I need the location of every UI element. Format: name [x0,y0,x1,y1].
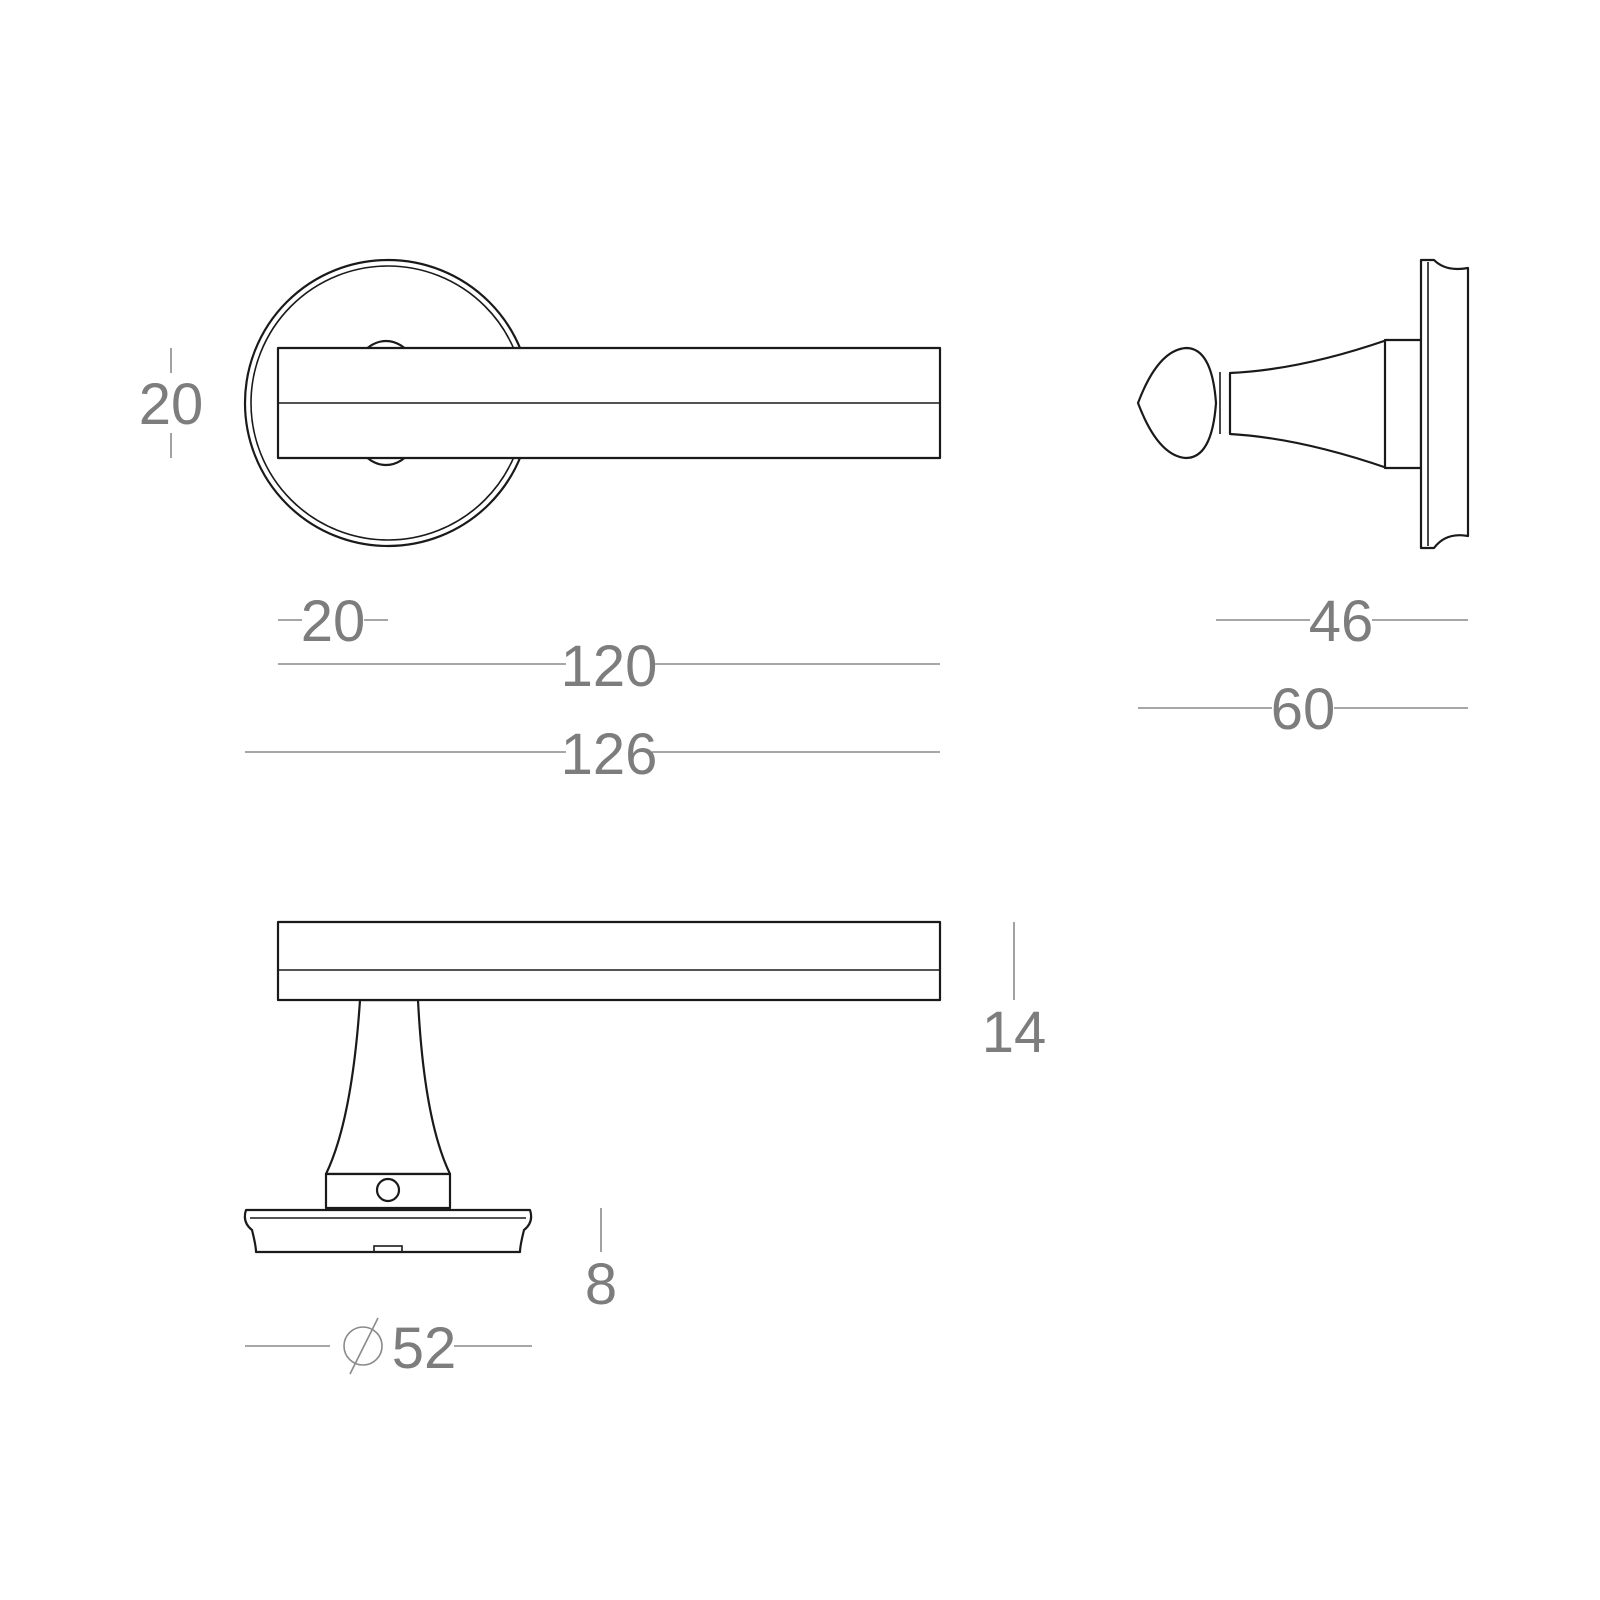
side-rose [1419,258,1470,550]
side-stem [1228,338,1389,470]
top-rose-notch [373,1245,403,1253]
dim-lever-length: 120 [561,634,658,699]
dim-side-depth: 46 [1309,589,1374,654]
top-grub-screw [375,1177,401,1203]
top-stem [324,998,452,1176]
dimensions: 20 20 120 126 46 60 14 8 5 [139,348,1468,1381]
dim-overall-length: 126 [561,722,658,787]
top-rose [243,1208,533,1254]
dim-lever-height: 14 [982,1000,1047,1065]
front-view [243,258,942,548]
side-lever-end [1136,346,1218,460]
dim-lever-thickness: 20 [139,372,204,437]
top-view [243,920,942,1254]
side-collar [1383,338,1423,470]
side-view [1136,258,1470,550]
top-lever [276,920,942,1002]
dim-rose-offset: 20 [301,589,366,654]
diameter-symbol-icon [343,1317,383,1375]
dim-rose-diameter: 52 [392,1316,457,1381]
dim-rose-thickness: 8 [585,1252,617,1317]
dim-overall-projection: 60 [1271,677,1336,742]
